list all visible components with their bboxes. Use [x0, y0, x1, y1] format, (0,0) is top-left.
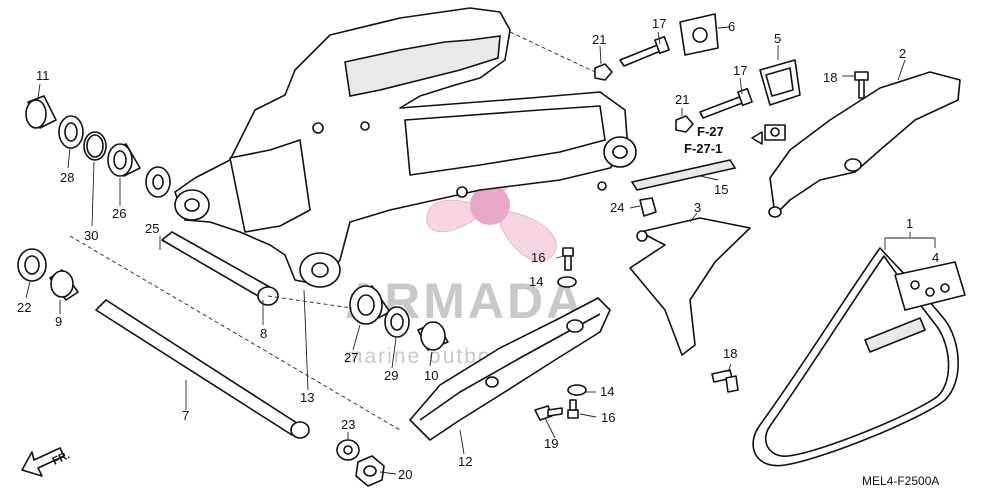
part-30-circlip	[83, 131, 107, 161]
callout-21b: 21	[675, 92, 689, 107]
callout-21a: 21	[592, 32, 606, 47]
part-15-decal-strip	[630, 159, 737, 191]
part-16-bolt-lower	[567, 399, 579, 419]
callout-7: 7	[182, 408, 189, 423]
callout-22: 22	[17, 300, 31, 315]
leader-lines	[25, 26, 936, 475]
callout-16a: 16	[531, 250, 545, 265]
part-11-pivot-collar	[25, 95, 57, 129]
callout-18b: 18	[723, 346, 737, 361]
reference-labels: F-27 F-27-1	[684, 124, 724, 156]
front-direction-arrow: FR.	[21, 447, 72, 477]
part-26-needle-bearing	[107, 143, 141, 177]
part-2-drive-chain-case	[768, 71, 961, 218]
swingarm	[174, 7, 637, 288]
ref-f27-1: F-27-1	[684, 141, 722, 156]
callout-18a: 18	[823, 70, 837, 85]
part-5-clip-nut	[759, 59, 801, 106]
callout-23: 23	[341, 417, 355, 432]
part-14-collar-lower	[567, 384, 587, 396]
part-14-collar-upper	[557, 276, 577, 288]
callout-3: 3	[694, 200, 701, 215]
part-9-adjusting-bolt	[49, 269, 79, 301]
part-18-bolt-upper	[854, 71, 869, 99]
callout-10: 10	[424, 368, 438, 383]
part-22-locknut	[17, 248, 47, 282]
callout-29: 29	[384, 368, 398, 383]
callout-5: 5	[774, 31, 781, 46]
callout-27: 27	[344, 350, 358, 365]
callout-14a: 14	[529, 274, 543, 289]
callout-17a: 17	[652, 16, 666, 31]
callout-17b: 17	[733, 63, 747, 78]
callout-8: 8	[260, 326, 267, 341]
callout-9: 9	[55, 314, 62, 329]
part-19-bolt	[534, 405, 563, 421]
part-7-pivot-bolt	[95, 299, 310, 439]
callout-6: 6	[728, 19, 735, 34]
part-17-bolt-upper	[619, 35, 670, 67]
part-1-drive-chain	[752, 247, 959, 467]
part-10-collar	[417, 321, 449, 351]
callout-26: 26	[112, 206, 126, 221]
part-18-bolt-lower	[711, 369, 739, 393]
part-24-grommet	[639, 197, 657, 217]
callout-2: 2	[899, 46, 906, 61]
part-6-clip-nut	[679, 13, 719, 56]
part-21-nut-upper	[594, 63, 613, 81]
callout-13: 13	[300, 390, 314, 405]
part-12-chain-slider	[409, 297, 611, 441]
callout-4: 4	[932, 250, 939, 265]
callout-30: 30	[84, 228, 98, 243]
part-28-oil-seal	[58, 115, 84, 149]
part-3-drive-chain-guard	[629, 217, 751, 356]
callouts: 1 2 3 4 5 6 7 8 9 10 11 12 13 14 14 15 1…	[17, 16, 939, 482]
callout-14b: 14	[600, 384, 614, 399]
callout-12: 12	[458, 454, 472, 469]
ref-f27: F-27	[697, 124, 724, 139]
callout-24: 24	[610, 200, 624, 215]
callout-15: 15	[714, 182, 728, 197]
callout-20: 20	[398, 467, 412, 482]
part-25-pivot-collar	[161, 231, 279, 306]
part-27-needle-bearing	[349, 285, 391, 325]
part-23-washer	[336, 439, 360, 461]
bolt-symbol	[751, 124, 786, 145]
part-ball-bearing	[145, 166, 171, 198]
part-20-nut	[355, 455, 385, 487]
callout-11: 11	[36, 68, 50, 83]
callout-19: 19	[544, 436, 558, 451]
callout-1: 1	[906, 216, 913, 231]
callout-25: 25	[145, 221, 159, 236]
part-17-bolt-lower	[699, 87, 753, 119]
diagram-code: MEL4-F2500A	[862, 474, 939, 488]
part-4-master-link-kit	[894, 261, 966, 311]
callout-28: 28	[60, 170, 74, 185]
part-29-oil-seal	[384, 306, 410, 338]
callout-16b: 16	[601, 410, 615, 425]
part-21-nut-lower	[675, 115, 694, 133]
part-16-bolt-upper	[562, 247, 574, 271]
